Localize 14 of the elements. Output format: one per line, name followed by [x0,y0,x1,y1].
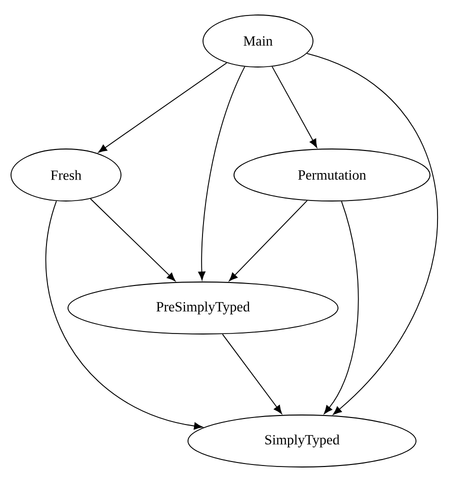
arrow [46,200,203,430]
arrow [98,62,228,153]
arrow [306,53,438,415]
ellipse-node: SimplyTyped [188,414,416,468]
arrow [198,66,246,280]
ellipse-node: Main [202,14,314,68]
arrow [90,198,176,282]
ellipse-node: Permutation [234,148,430,202]
ellipse-node: PreSimplyTyped [68,282,338,334]
arrow [272,66,318,148]
arrow [222,334,282,414]
arrow [228,200,308,282]
ellipse-node: Fresh [10,148,122,202]
arrow [324,200,359,414]
